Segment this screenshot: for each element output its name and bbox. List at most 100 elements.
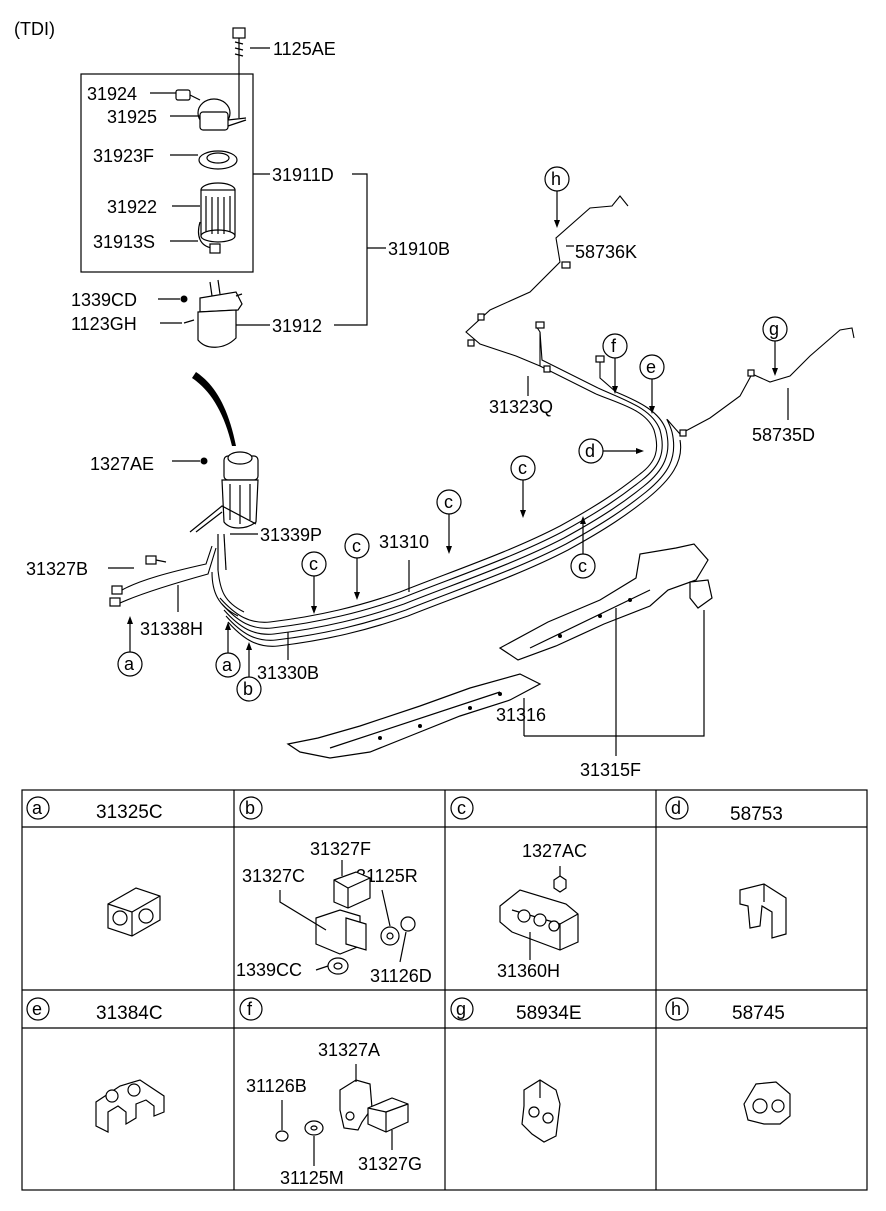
svg-text:f: f	[611, 336, 617, 356]
label-31922: 31922	[107, 197, 157, 217]
cell-b-header: b	[239, 796, 263, 820]
callout-h: h	[544, 166, 570, 228]
part-31924	[175, 89, 201, 101]
part-number-58934E: 58934E	[516, 1003, 582, 1024]
label-31923F: 31923F	[93, 146, 154, 166]
callout-b: b	[236, 642, 262, 702]
svg-text:e: e	[32, 999, 42, 1019]
label-1125AE: 1125AE	[273, 39, 336, 59]
label-31327F: 31327F	[310, 839, 371, 859]
callout-a-1: a	[117, 616, 143, 677]
label-31126B: 31126B	[246, 1076, 307, 1096]
part-number-58745: 58745	[732, 1003, 785, 1024]
clip-31384C	[95, 1079, 165, 1133]
filter-assembly-box	[80, 73, 254, 273]
svg-text:c: c	[578, 556, 587, 576]
svg-text:h: h	[671, 999, 681, 1019]
parts-group-f	[275, 1064, 409, 1166]
label-31125M: 31125M	[280, 1168, 344, 1188]
main-fuel-line-31310	[219, 387, 682, 647]
part-31923F	[198, 150, 238, 170]
part-31327B	[109, 555, 167, 607]
clip-58745	[743, 1081, 791, 1125]
part-number-31384C: 31384C	[96, 1003, 163, 1024]
svg-text:f: f	[247, 999, 253, 1019]
label-31912: 31912	[272, 316, 322, 336]
part-1327AE	[200, 457, 208, 465]
callout-d: d	[578, 438, 644, 464]
part-1123GH	[183, 319, 195, 324]
svg-text:b: b	[245, 798, 255, 818]
svg-text:c: c	[352, 536, 361, 556]
label-31327C: 31327C	[242, 866, 305, 886]
clip-58753	[739, 883, 787, 939]
rear-pipes	[465, 195, 855, 435]
svg-text:g: g	[456, 999, 466, 1019]
callout-c-4: c	[510, 455, 536, 518]
svg-text:a: a	[124, 654, 135, 674]
callout-c-5: c	[570, 516, 596, 579]
label-31323Q: 31323Q	[489, 397, 553, 417]
svg-text:c: c	[444, 492, 453, 512]
part-31922	[200, 182, 236, 243]
cell-f-header: f	[239, 997, 263, 1021]
label-31330B: 31330B	[257, 663, 319, 683]
label-58736K: 58736K	[575, 242, 637, 262]
label-31339P: 31339P	[260, 525, 322, 545]
clip-31325C	[107, 887, 161, 937]
cell-c-header: c	[450, 796, 474, 820]
cell-h-header: h 58745	[665, 997, 785, 1024]
clip-58934E	[521, 1079, 561, 1143]
svg-text:h: h	[551, 169, 561, 189]
label-31913S: 31913S	[93, 232, 155, 252]
filter-pipes	[119, 545, 245, 617]
cell-a-header: a 31325C	[26, 796, 163, 823]
callout-f: f	[602, 333, 628, 394]
heat-shield-31316	[286, 673, 542, 759]
variant-label: (TDI)	[14, 19, 55, 39]
bolt-1125AE	[232, 27, 246, 118]
label-31126D: 31126D	[370, 966, 432, 986]
heat-shield-31315F	[498, 543, 713, 661]
svg-text:c: c	[518, 458, 527, 478]
svg-text:g: g	[769, 319, 779, 339]
label-31911D: 31911D	[272, 165, 334, 185]
svg-text:a: a	[222, 655, 233, 675]
label-31125R: 31125R	[356, 866, 418, 886]
label-31924: 31924	[87, 84, 137, 104]
callout-c-2: c	[344, 533, 370, 600]
callout-g: g	[762, 316, 788, 376]
svg-text:d: d	[671, 798, 681, 818]
label-31338H: 31338H	[140, 619, 203, 639]
label-1339CC: 1339CC	[236, 960, 302, 980]
part-number-58753: 58753	[730, 804, 783, 825]
part-31339P	[189, 505, 257, 571]
svg-text:b: b	[243, 679, 253, 699]
callout-c-3: c	[436, 489, 462, 554]
clip-assembly-31360H	[499, 866, 579, 960]
label-31310: 31310	[379, 532, 429, 552]
svg-text:c: c	[457, 798, 466, 818]
label-1327AC: 1327AC	[522, 841, 587, 861]
callout-a-2: a	[215, 622, 241, 678]
part-31912	[197, 279, 243, 348]
svg-text:c: c	[309, 554, 318, 574]
cell-d-header: d 58753	[665, 796, 783, 825]
label-31315F: 31315F	[580, 760, 641, 780]
detail-table	[21, 789, 868, 1191]
label-31910B: 31910B	[388, 239, 450, 259]
part-31925	[197, 98, 247, 131]
installation-arrow	[192, 372, 236, 446]
small-connectors	[467, 261, 755, 437]
cell-e-header: e 31384C	[26, 997, 163, 1024]
label-31316: 31316	[496, 705, 546, 725]
mounted-filter	[221, 451, 259, 529]
svg-text:d: d	[585, 441, 595, 461]
label-1339CD: 1339CD	[71, 290, 137, 310]
callout-c-1: c	[301, 551, 327, 614]
label-31360H: 31360H	[497, 961, 560, 981]
part-31913S	[197, 221, 221, 254]
svg-text:a: a	[32, 798, 43, 818]
label-1123GH: 1123GH	[71, 314, 137, 334]
